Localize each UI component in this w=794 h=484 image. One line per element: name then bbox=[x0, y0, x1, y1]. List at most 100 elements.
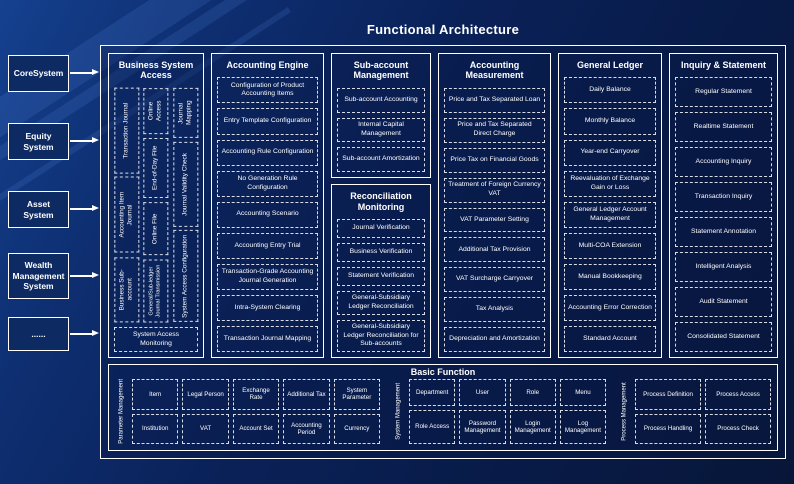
diagram-item: Configuration of Product Accounting Item… bbox=[217, 77, 318, 104]
diagram-item: Accounting Period bbox=[283, 413, 330, 444]
diagram-item: Year-end Carryover bbox=[564, 139, 656, 166]
group-label: Parameter Management bbox=[118, 379, 125, 444]
diagram-item: Item bbox=[132, 379, 179, 410]
diagram-item: Role bbox=[509, 379, 556, 407]
diagram-item: Treatment of Foreign Currency VAT bbox=[444, 177, 545, 203]
bsa-body: Transaction Journal Accounting Item Jour… bbox=[114, 87, 198, 323]
diagram-item: Journal Mapping bbox=[172, 87, 198, 138]
arrow-right-icon bbox=[70, 69, 99, 75]
section-inquiry-statement: Inquiry & Statement Regular Statement Re… bbox=[669, 53, 778, 359]
diagram-item: Transaction Journal bbox=[114, 87, 140, 174]
diagram-item: Journal Verification bbox=[337, 218, 425, 238]
diagram-item: Statement Verification bbox=[337, 267, 425, 287]
diagram-item: User bbox=[459, 379, 506, 407]
diagram-item: Accounting Item Journal bbox=[114, 177, 140, 253]
columns-row: Business System Access Transaction Journ… bbox=[108, 53, 778, 359]
diagram-item: Online File bbox=[143, 201, 169, 255]
section-header: Sub-account Management bbox=[353, 60, 409, 81]
group-grid: Item Legal Person Exchange Rate Addition… bbox=[132, 379, 381, 444]
diagram-item: Daily Balance bbox=[564, 77, 656, 104]
diagram-item: Business Verification bbox=[337, 242, 425, 263]
diagram-item: Transaction Inquiry bbox=[675, 182, 772, 213]
diagram-item: System Parameter bbox=[333, 379, 381, 410]
group-label: Process Management bbox=[621, 382, 628, 441]
diagram-item: Process Handling bbox=[635, 413, 702, 444]
diagram-item: Accounting Inquiry bbox=[675, 147, 772, 178]
diagram-item: Institution bbox=[132, 413, 179, 444]
diagram-item: Intra-System Clearing bbox=[217, 295, 318, 322]
diagram-item: Consolidated Statement bbox=[675, 322, 772, 353]
diagram-item: Regular Statement bbox=[675, 77, 772, 108]
diagram-item: Journal Validity Check bbox=[172, 141, 198, 227]
section-reconciliation-monitoring: Reconciliation Monitoring Journal Verifi… bbox=[331, 184, 431, 359]
diagram-item: Price Tax on Financial Goods bbox=[444, 147, 545, 173]
arrow-right-icon bbox=[70, 137, 99, 143]
diagram-item: Password Management bbox=[459, 410, 506, 444]
diagram-item: VAT Parameter Setting bbox=[444, 207, 545, 233]
section-subaccount-management: Sub-account Management Sub-account Accou… bbox=[331, 53, 431, 179]
section-header: Accounting Engine bbox=[226, 60, 309, 70]
section-accounting-measurement: Accounting Measurement Price and Tax Sep… bbox=[438, 53, 551, 359]
group-grid: Process Definition Process Access Proces… bbox=[635, 379, 771, 444]
left-system-asset: Asset System bbox=[8, 191, 69, 228]
diagram-item: Realtime Statement bbox=[675, 112, 772, 143]
diagram-item: Audit Statement bbox=[675, 287, 772, 318]
diagram-item: Accounting Error Correction bbox=[564, 295, 656, 322]
section-header: Reconciliation Monitoring bbox=[350, 191, 412, 212]
diagram-item: Online Access bbox=[143, 87, 169, 134]
diagram-item: Department bbox=[409, 379, 456, 407]
diagram-item: Price and Tax Separated Loan bbox=[444, 87, 545, 113]
group-process-management: Process Management Process Definition Pr… bbox=[618, 379, 771, 444]
diagram-item: Monthly Balance bbox=[564, 108, 656, 135]
arrow-right-icon bbox=[70, 272, 99, 278]
diagram-title: Functional Architecture bbox=[366, 22, 520, 37]
group-label: System Management bbox=[395, 383, 402, 440]
diagram-item: Currency bbox=[333, 413, 381, 444]
group-grid: Department User Role Menu Role Access Pa… bbox=[409, 379, 607, 444]
group-parameter-management: Parameter Management Item Legal Person E… bbox=[115, 379, 381, 444]
left-system-wealth: Wealth Management System bbox=[8, 253, 69, 299]
diagram-item: No Generation Rule Configuration bbox=[217, 170, 318, 197]
diagram-item: Menu bbox=[559, 379, 607, 407]
section-header: General Ledger bbox=[576, 60, 644, 70]
section-header: Basic Function bbox=[410, 367, 476, 378]
diagram-item: Process Check bbox=[705, 413, 771, 444]
diagram-item: Process Access bbox=[705, 379, 771, 410]
diagram-item: Exchange Rate bbox=[232, 379, 280, 410]
diagram-item: Transaction Journal Mapping bbox=[217, 326, 318, 353]
left-system-coresystem: CoreSystem bbox=[8, 55, 69, 92]
diagram-item: VAT Surcharge Carryover bbox=[444, 267, 545, 293]
diagram-item: Transaction-Grade Accounting Journal Gen… bbox=[217, 264, 318, 291]
diagram-item: Legal Person bbox=[182, 379, 229, 410]
section-basic-function: Basic Function Parameter Management Item… bbox=[108, 364, 778, 451]
diagram-item: Reevaluation of Exchange Gain or Loss bbox=[564, 170, 656, 197]
section-header: Inquiry & Statement bbox=[680, 60, 766, 70]
diagram-item: End-of-Day File bbox=[143, 137, 169, 198]
main-panel: Business System Access Transaction Journ… bbox=[100, 45, 786, 459]
diagram-item: General-Subsidiary Ledger Reconciliation bbox=[337, 291, 425, 315]
diagram-item: Additional Tax Provision bbox=[444, 237, 545, 263]
section-subaccount-reconciliation: Sub-account Management Sub-account Accou… bbox=[331, 53, 431, 359]
group-system-management: System Management Department User Role M… bbox=[392, 379, 607, 444]
diagram-item: Entry Template Configuration bbox=[217, 108, 318, 135]
arrow-right-icon bbox=[70, 330, 99, 336]
diagram-item: Multi-COA Extension bbox=[564, 232, 656, 259]
section-general-ledger: General Ledger Daily Balance Monthly Bal… bbox=[558, 53, 662, 359]
diagram-item: Login Management bbox=[509, 410, 556, 444]
diagram-item: Sub-account Accounting bbox=[337, 87, 425, 113]
section-header: Business System Access bbox=[118, 60, 194, 81]
diagram-item: Account Set bbox=[232, 413, 280, 444]
section-business-system-access: Business System Access Transaction Journ… bbox=[108, 53, 204, 359]
diagram-item: Role Access bbox=[409, 410, 456, 444]
diagram-item: System Access Configuration bbox=[172, 230, 198, 323]
diagram-item: Process Definition bbox=[635, 379, 702, 410]
diagram-item: General Ledger Account Management bbox=[564, 201, 656, 228]
bsa-subcolumn-c: Journal Mapping Journal Validity Check S… bbox=[172, 87, 198, 323]
section-header: Accounting Measurement bbox=[465, 60, 524, 81]
diagram-item: Accounting Scenario bbox=[217, 201, 318, 228]
diagram-item: Price and Tax Separated Direct Charge bbox=[444, 117, 545, 143]
diagram-item: Standard Account bbox=[564, 326, 656, 353]
diagram-item: Statement Annotation bbox=[675, 217, 772, 248]
diagram-item: Manual Bookkeeping bbox=[564, 264, 656, 291]
